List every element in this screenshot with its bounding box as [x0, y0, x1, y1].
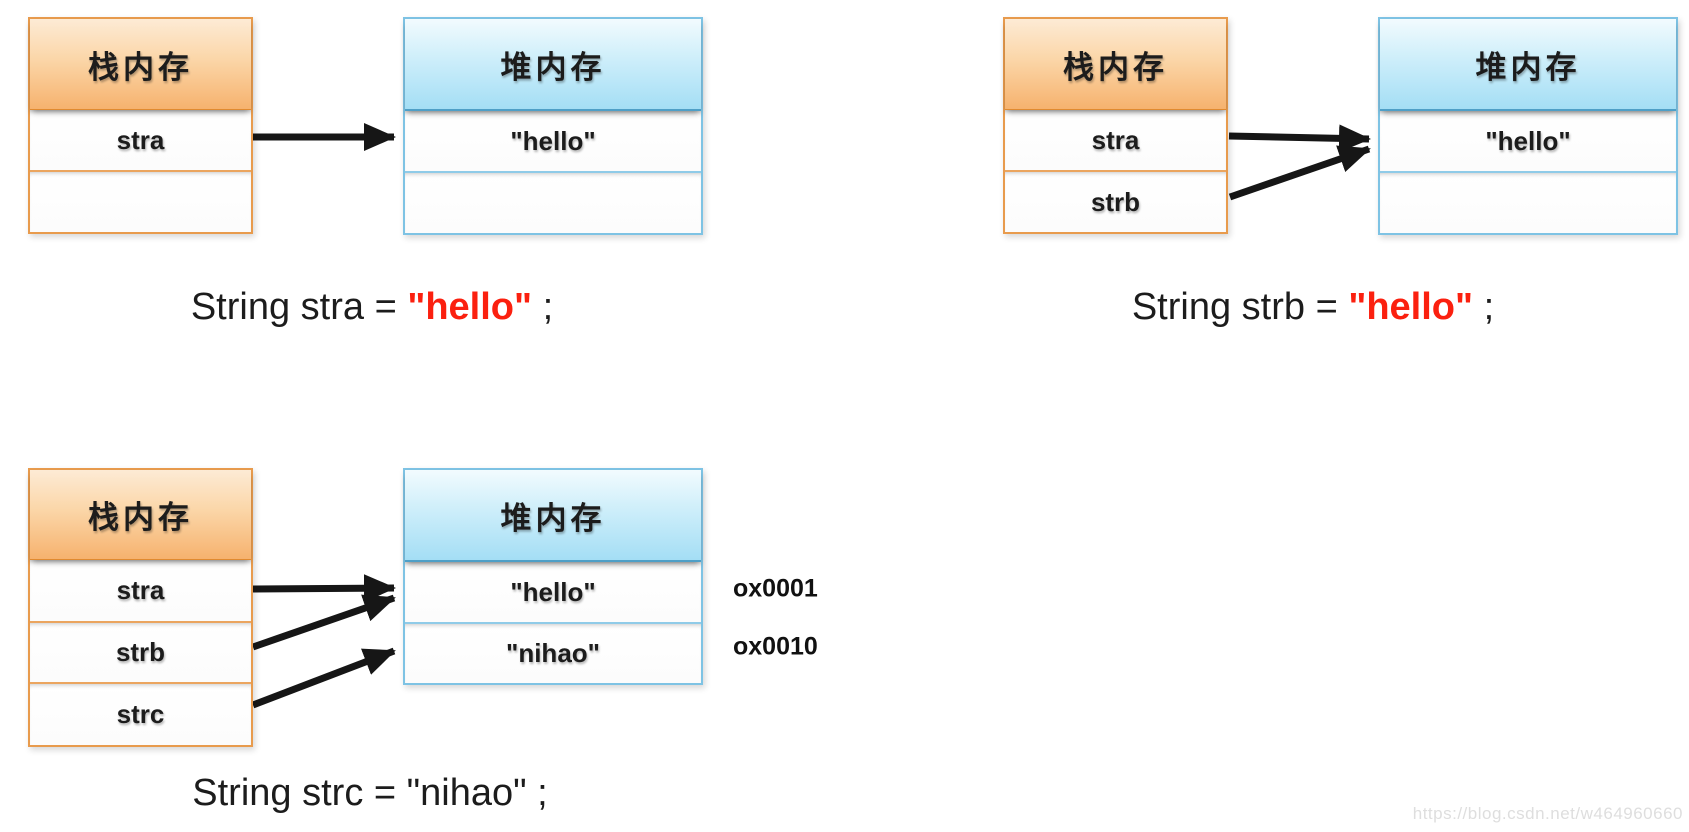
d3-stack-row-strc-label: strc: [116, 699, 165, 729]
arrow-d2-strb-to-hello: [1228, 145, 1371, 201]
d3-address-hello: ox0001: [733, 574, 818, 603]
d1-caption-literal: "hello": [407, 286, 533, 328]
d3-stack-header: 栈内存: [30, 470, 251, 560]
d3-heap-title: 堆内存: [500, 500, 606, 536]
d2-stack-row-stra: stra: [1005, 110, 1226, 170]
d1-heap-box: 堆内存 "hello": [403, 17, 703, 235]
d1-stack-row-stra-label: stra: [116, 124, 165, 155]
d3-stack-row-strc: strc: [30, 682, 251, 745]
d3-stack-row-stra: stra: [30, 560, 251, 621]
d3-heap-header: 堆内存: [405, 470, 701, 562]
d1-heap-row-hello: "hello": [405, 111, 701, 171]
d3-heap-box: 堆内存 "hello" "nihao": [403, 468, 703, 685]
d3-caption-suffix: ;: [526, 772, 548, 814]
d2-stack-header: 栈内存: [1005, 19, 1226, 110]
d3-stack-row-strb-label: strb: [115, 637, 166, 667]
d1-heap-row-empty: [405, 171, 701, 233]
d1-stack-header: 栈内存: [30, 19, 251, 110]
d1-caption-suffix: ;: [532, 286, 554, 328]
d2-stack-box: 栈内存 stra strb: [1003, 17, 1228, 234]
d1-heap-row-hello-label: "hello": [510, 125, 596, 156]
d2-heap-row-hello: "hello": [1380, 111, 1676, 171]
d1-stack-row-empty: [30, 170, 251, 232]
d2-heap-title: 堆内存: [1475, 49, 1581, 85]
d2-caption-prefix: String strb =: [1131, 286, 1349, 328]
arrow-d2-stra-to-hello: [1228, 124, 1371, 153]
d2-stack-row-strb: strb: [1005, 170, 1226, 232]
d3-stack-row-strb: strb: [30, 621, 251, 682]
d2-stack-title: 栈内存: [1063, 49, 1168, 85]
d2-caption-suffix: ;: [1473, 286, 1495, 328]
d3-caption-prefix: String strc =: [192, 772, 407, 814]
d3-heap-row-nihao: "nihao": [405, 622, 701, 683]
d3-stack-row-stra-label: stra: [116, 575, 165, 605]
d2-stack-row-strb-label: strb: [1090, 186, 1141, 217]
d3-stack-box: 栈内存 stra strb strc: [28, 468, 253, 747]
d3-caption-literal: "nihao": [406, 772, 527, 814]
d1-stack-row-stra: stra: [30, 110, 251, 170]
d3-stack-title: 栈内存: [88, 500, 193, 535]
d1-stack-title: 栈内存: [88, 49, 193, 85]
d2-caption: String strb = "hello" ;: [1132, 285, 1494, 331]
d2-heap-row-hello-label: "hello": [1485, 125, 1571, 156]
d2-heap-box: 堆内存 "hello": [1378, 17, 1678, 235]
d1-heap-title: 堆内存: [500, 49, 606, 85]
d3-caption: String strc = "nihao" ;: [192, 771, 547, 817]
d3-address-nihao: ox0010: [733, 632, 818, 661]
d3-heap-row-hello-label: "hello": [510, 576, 596, 607]
d1-caption-prefix: String stra =: [190, 286, 408, 328]
d1-heap-header: 堆内存: [405, 19, 701, 111]
arrow-d3-strb-to-hello: [251, 594, 396, 651]
d2-caption-literal: "hello": [1348, 286, 1474, 328]
d1-stack-box: 栈内存 stra: [28, 17, 253, 234]
d2-stack-row-stra-label: stra: [1091, 124, 1140, 155]
d2-heap-header: 堆内存: [1380, 19, 1676, 111]
d1-caption: String stra = "hello" ;: [191, 285, 553, 331]
d3-heap-row-hello: "hello": [405, 562, 701, 622]
arrow-d3-strc-to-nihao: [251, 647, 396, 709]
watermark-url: https://blog.csdn.net/w464960660: [1412, 804, 1683, 823]
d2-heap-row-empty: [1380, 171, 1676, 233]
arrow-d3-stra-to-hello: [252, 574, 396, 603]
d3-heap-row-nihao-label: "nihao": [506, 638, 600, 668]
